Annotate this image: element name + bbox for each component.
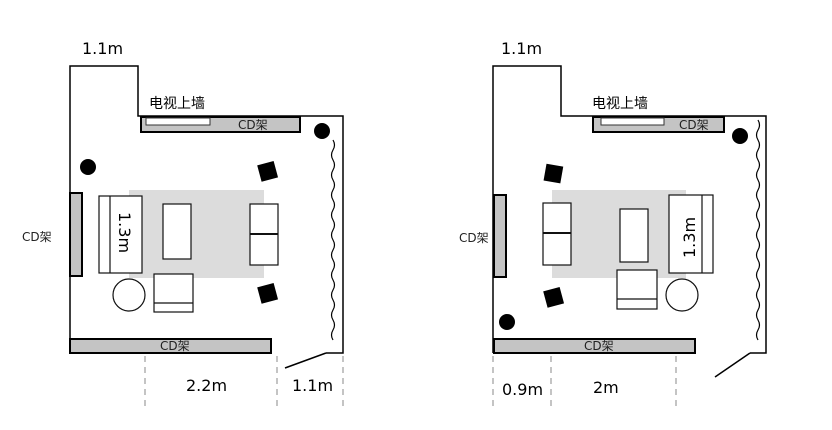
door-swing xyxy=(714,352,751,378)
speaker-icon xyxy=(257,160,279,182)
left-gap-label: 0.9m xyxy=(502,380,543,399)
top-shelf-label: CD架 xyxy=(679,118,709,132)
armchair xyxy=(153,273,194,313)
main-width-label: 2m xyxy=(593,378,619,397)
floor-lamp-icon xyxy=(307,116,337,146)
bottom-cd-shelf xyxy=(493,338,696,354)
plan-a: 1.1m 电视上墙 CD架 CD架 CD架 1.3m 2.2m 1.1m xyxy=(22,39,344,408)
bottom-shelf-label: CD架 xyxy=(584,339,614,353)
floor-lamp-icon xyxy=(492,307,522,337)
side-cd-shelf xyxy=(493,194,507,278)
room-wall xyxy=(492,65,767,354)
tv xyxy=(600,117,665,126)
sofa-length-label: 1.3m xyxy=(115,212,134,253)
floor-lamp-icon xyxy=(73,152,103,182)
door-swing xyxy=(284,352,327,369)
round-side-table xyxy=(112,278,146,312)
curtain xyxy=(330,139,336,341)
side-cd-shelf xyxy=(69,192,83,277)
floor-lamp-icon xyxy=(725,121,755,151)
tv-wall-label: 电视上墙 xyxy=(149,96,205,112)
top-width-label: 1.1m xyxy=(82,39,123,58)
top-shelf-label: CD架 xyxy=(238,118,268,132)
speaker-icon xyxy=(257,282,279,304)
speaker-icon xyxy=(543,286,565,308)
room-wall xyxy=(69,65,344,354)
rug xyxy=(552,190,686,278)
main-width-label: 2.2m xyxy=(186,376,227,395)
plan-b: 1.1m 电视上墙 CD架 CD架 CD架 1.3m 0.9m 2m xyxy=(459,39,767,408)
top-width-label: 1.1m xyxy=(501,39,542,58)
tv-wall-label: 电视上墙 xyxy=(592,96,648,112)
door-width-label: 1.1m xyxy=(292,376,333,395)
side-shelf-label: CD架 xyxy=(459,231,489,245)
tv xyxy=(145,117,211,126)
bottom-shelf-label: CD架 xyxy=(160,339,190,353)
side-shelf-label: CD架 xyxy=(22,230,52,244)
curtain xyxy=(755,119,761,341)
sofa xyxy=(668,194,714,274)
speaker-icon xyxy=(543,163,564,184)
coffee-table xyxy=(619,208,649,263)
rug xyxy=(129,190,264,278)
armchair xyxy=(616,269,658,310)
round-side-table xyxy=(665,278,699,312)
bottom-cd-shelf xyxy=(69,338,272,354)
sofa xyxy=(98,195,143,274)
sofa-length-label: 1.3m xyxy=(680,217,699,258)
coffee-table xyxy=(162,203,192,260)
